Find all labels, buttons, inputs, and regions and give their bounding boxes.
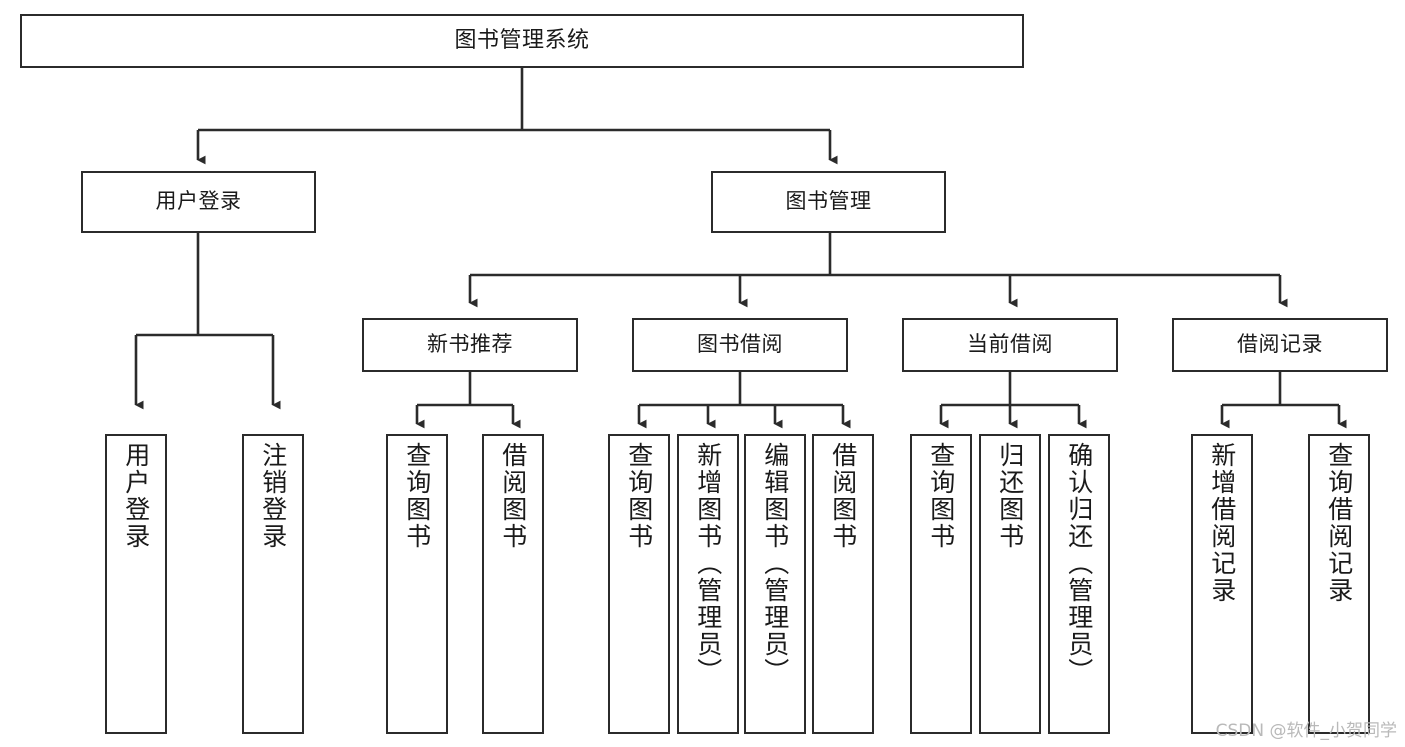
leaf-book-borrow-edit[interactable]: 编辑图书（管理员） bbox=[744, 434, 806, 734]
node-book-management[interactable]: 图书管理 bbox=[711, 171, 946, 233]
leaf-book-borrow-query[interactable]: 查询图书 bbox=[608, 434, 670, 734]
node-label: 查询借阅记录 bbox=[1324, 442, 1354, 604]
leaf-new-book-query[interactable]: 查询图书 bbox=[386, 434, 448, 734]
node-label: 图书管理系统 bbox=[454, 27, 590, 53]
leaf-new-book-borrow[interactable]: 借阅图书 bbox=[482, 434, 544, 734]
node-book-borrow[interactable]: 图书借阅 bbox=[632, 318, 848, 372]
node-label: 查询图书 bbox=[926, 442, 956, 550]
leaf-borrow-record-query[interactable]: 查询借阅记录 bbox=[1308, 434, 1370, 734]
node-label: 注销登录 bbox=[258, 442, 288, 550]
node-label: 图书管理 bbox=[785, 189, 872, 214]
node-label: 查询图书 bbox=[624, 442, 654, 550]
leaf-book-borrow-add[interactable]: 新增图书（管理员） bbox=[677, 434, 739, 734]
node-root-system[interactable]: 图书管理系统 bbox=[20, 14, 1024, 68]
node-label: 查询图书 bbox=[402, 442, 432, 550]
leaf-current-borrow-return[interactable]: 归还图书 bbox=[979, 434, 1041, 734]
node-label: 当前借阅 bbox=[967, 332, 1053, 357]
node-label: 归还图书 bbox=[995, 442, 1025, 550]
node-label: 借阅记录 bbox=[1237, 332, 1323, 357]
leaf-current-borrow-confirm-return[interactable]: 确认归还（管理员） bbox=[1048, 434, 1110, 734]
leaf-book-borrow-borrow[interactable]: 借阅图书 bbox=[812, 434, 874, 734]
node-borrow-record[interactable]: 借阅记录 bbox=[1172, 318, 1388, 372]
node-label: 新书推荐 bbox=[427, 332, 513, 357]
leaf-current-borrow-query[interactable]: 查询图书 bbox=[910, 434, 972, 734]
leaf-borrow-record-add[interactable]: 新增借阅记录 bbox=[1191, 434, 1253, 734]
node-label: 用户登录 bbox=[121, 442, 151, 550]
leaf-user-login-login[interactable]: 用户登录 bbox=[105, 434, 167, 734]
node-label: 新增图书（管理员） bbox=[693, 442, 723, 685]
node-label: 图书借阅 bbox=[697, 332, 783, 357]
node-label: 编辑图书（管理员） bbox=[760, 442, 790, 685]
node-label: 新增借阅记录 bbox=[1207, 442, 1237, 604]
node-label: 借阅图书 bbox=[828, 442, 858, 550]
node-new-book-recommend[interactable]: 新书推荐 bbox=[362, 318, 578, 372]
node-current-borrow[interactable]: 当前借阅 bbox=[902, 318, 1118, 372]
watermark-text: CSDN @软件_小贺同学 bbox=[1215, 721, 1397, 741]
leaf-user-login-logout[interactable]: 注销登录 bbox=[242, 434, 304, 734]
node-label: 借阅图书 bbox=[498, 442, 528, 550]
node-label: 确认归还（管理员） bbox=[1064, 442, 1094, 685]
node-label: 用户登录 bbox=[155, 189, 242, 214]
node-user-login[interactable]: 用户登录 bbox=[81, 171, 316, 233]
